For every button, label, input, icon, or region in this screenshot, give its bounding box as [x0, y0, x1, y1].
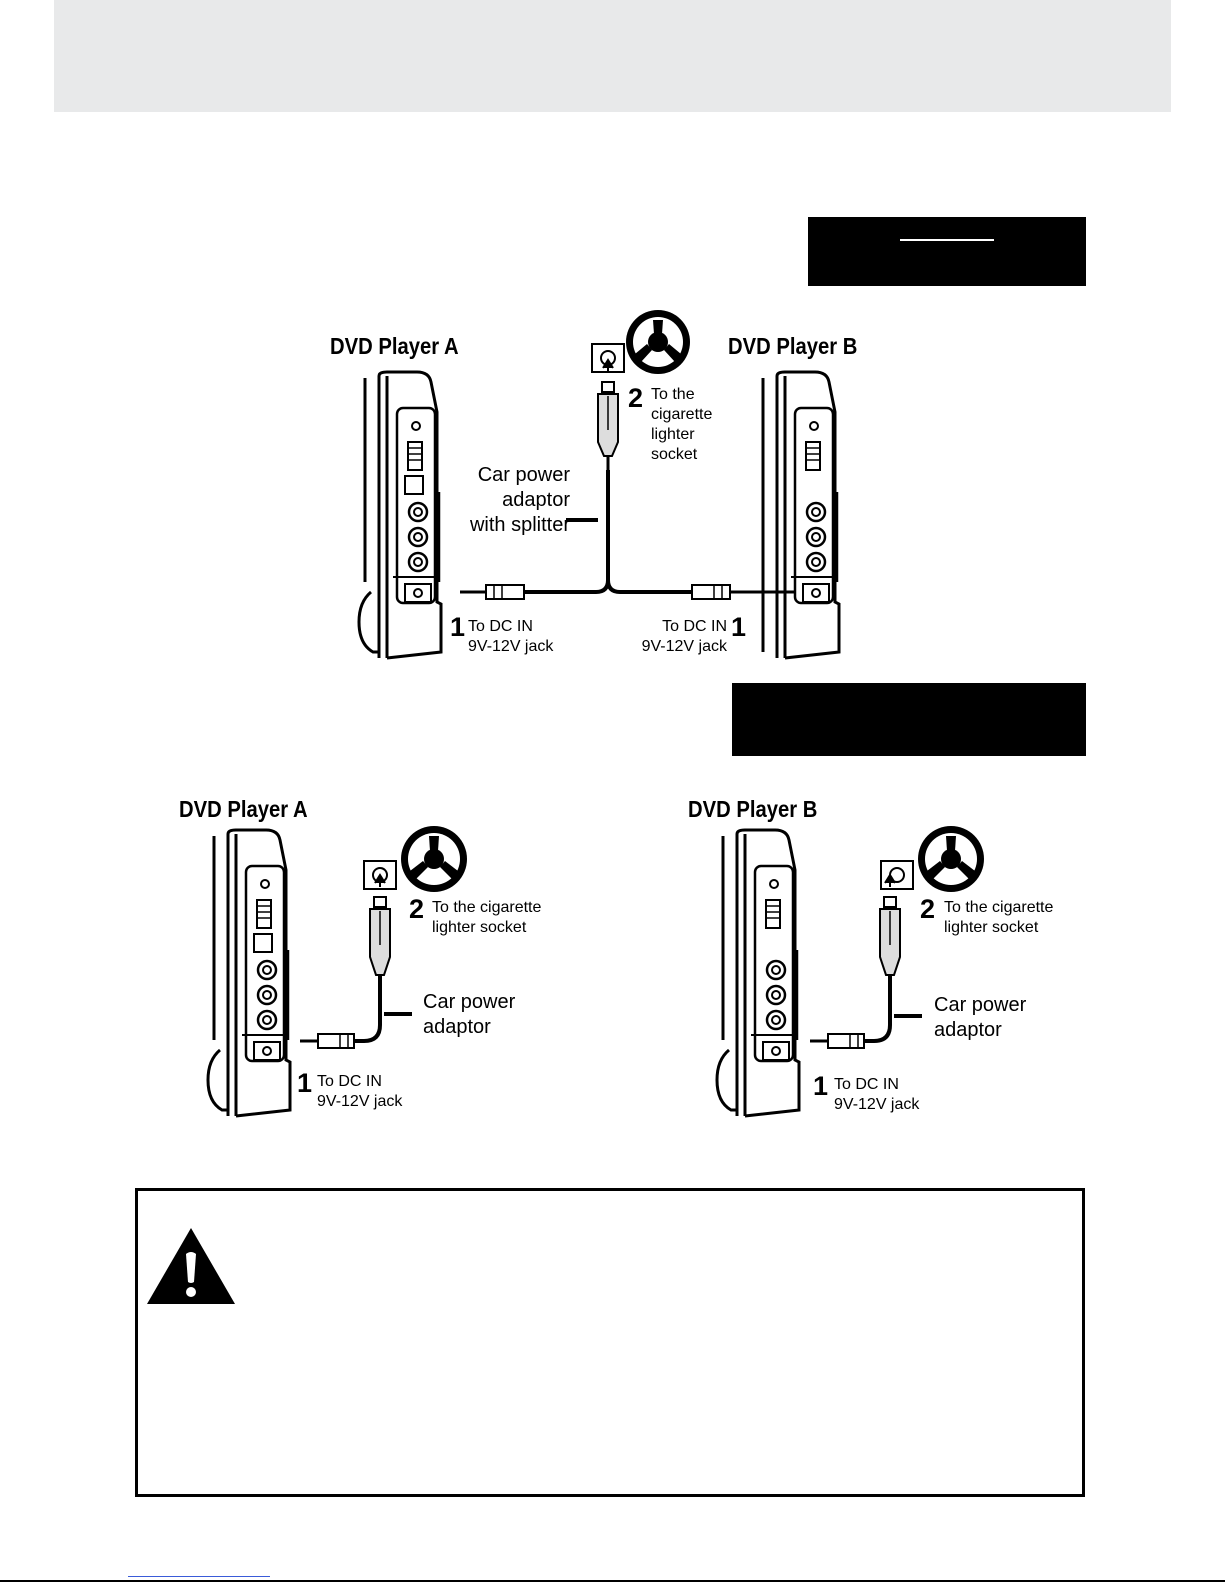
steering-wheel-icon-2 — [363, 826, 467, 892]
section-label-box-2 — [732, 683, 1086, 756]
player-a-title-2: DVD Player A — [179, 796, 308, 822]
car-power-adaptor-cable-b — [810, 873, 922, 1049]
step1-right-text: To DC IN 9V-12V jack — [641, 618, 727, 655]
car-power-adaptor-label-b: Car power adaptor — [934, 994, 1027, 1041]
player-b-title: DVD Player B — [728, 333, 858, 359]
step1-right-number: 1 — [731, 612, 747, 642]
step1-left-number: 1 — [450, 612, 466, 642]
step2-number-a: 2 — [409, 894, 425, 924]
step1-text-a: To DC IN 9V-12V jack — [317, 1073, 403, 1110]
car-power-adaptor-cable-a — [300, 873, 412, 1049]
dvd-player-b-illustration-2 — [715, 828, 801, 1118]
step2-number: 2 — [628, 383, 644, 413]
section-label-box — [808, 217, 1086, 286]
dvd-player-a-illustration-2 — [206, 828, 292, 1118]
warning-box — [135, 1188, 1085, 1497]
step2-text-a: To the cigarette lighter socket — [432, 899, 542, 936]
step1-number-b: 1 — [813, 1071, 829, 1101]
step2-text: To the cigarette lighter socket — [651, 386, 713, 463]
steering-wheel-icon — [591, 310, 690, 374]
car-power-adaptor-label-a: Car power adaptor — [423, 991, 516, 1038]
player-a-title: DVD Player A — [330, 333, 459, 359]
dvd-player-b-illustration — [761, 370, 841, 660]
header-band — [54, 0, 1171, 112]
page-bottom-rule — [0, 1580, 1225, 1582]
player-b-title-2: DVD Player B — [688, 796, 818, 822]
car-power-adaptor-splitter-label: Car power adaptor with splitter — [469, 464, 570, 536]
steering-wheel-icon-3 — [880, 826, 984, 892]
car-power-adaptor-splitter-cable — [460, 358, 796, 600]
step1-left-text: To DC IN 9V-12V jack — [468, 618, 554, 655]
step2-text-b: To the cigarette lighter socket — [944, 899, 1054, 936]
warning-icon — [147, 1228, 235, 1304]
step1-text-b: To DC IN 9V-12V jack — [834, 1076, 920, 1113]
footer-link-underline[interactable] — [128, 1576, 270, 1577]
section-label-underline — [900, 239, 994, 241]
step1-number-a: 1 — [297, 1068, 313, 1098]
step2-number-b: 2 — [920, 894, 936, 924]
dvd-player-a-illustration — [357, 370, 443, 660]
